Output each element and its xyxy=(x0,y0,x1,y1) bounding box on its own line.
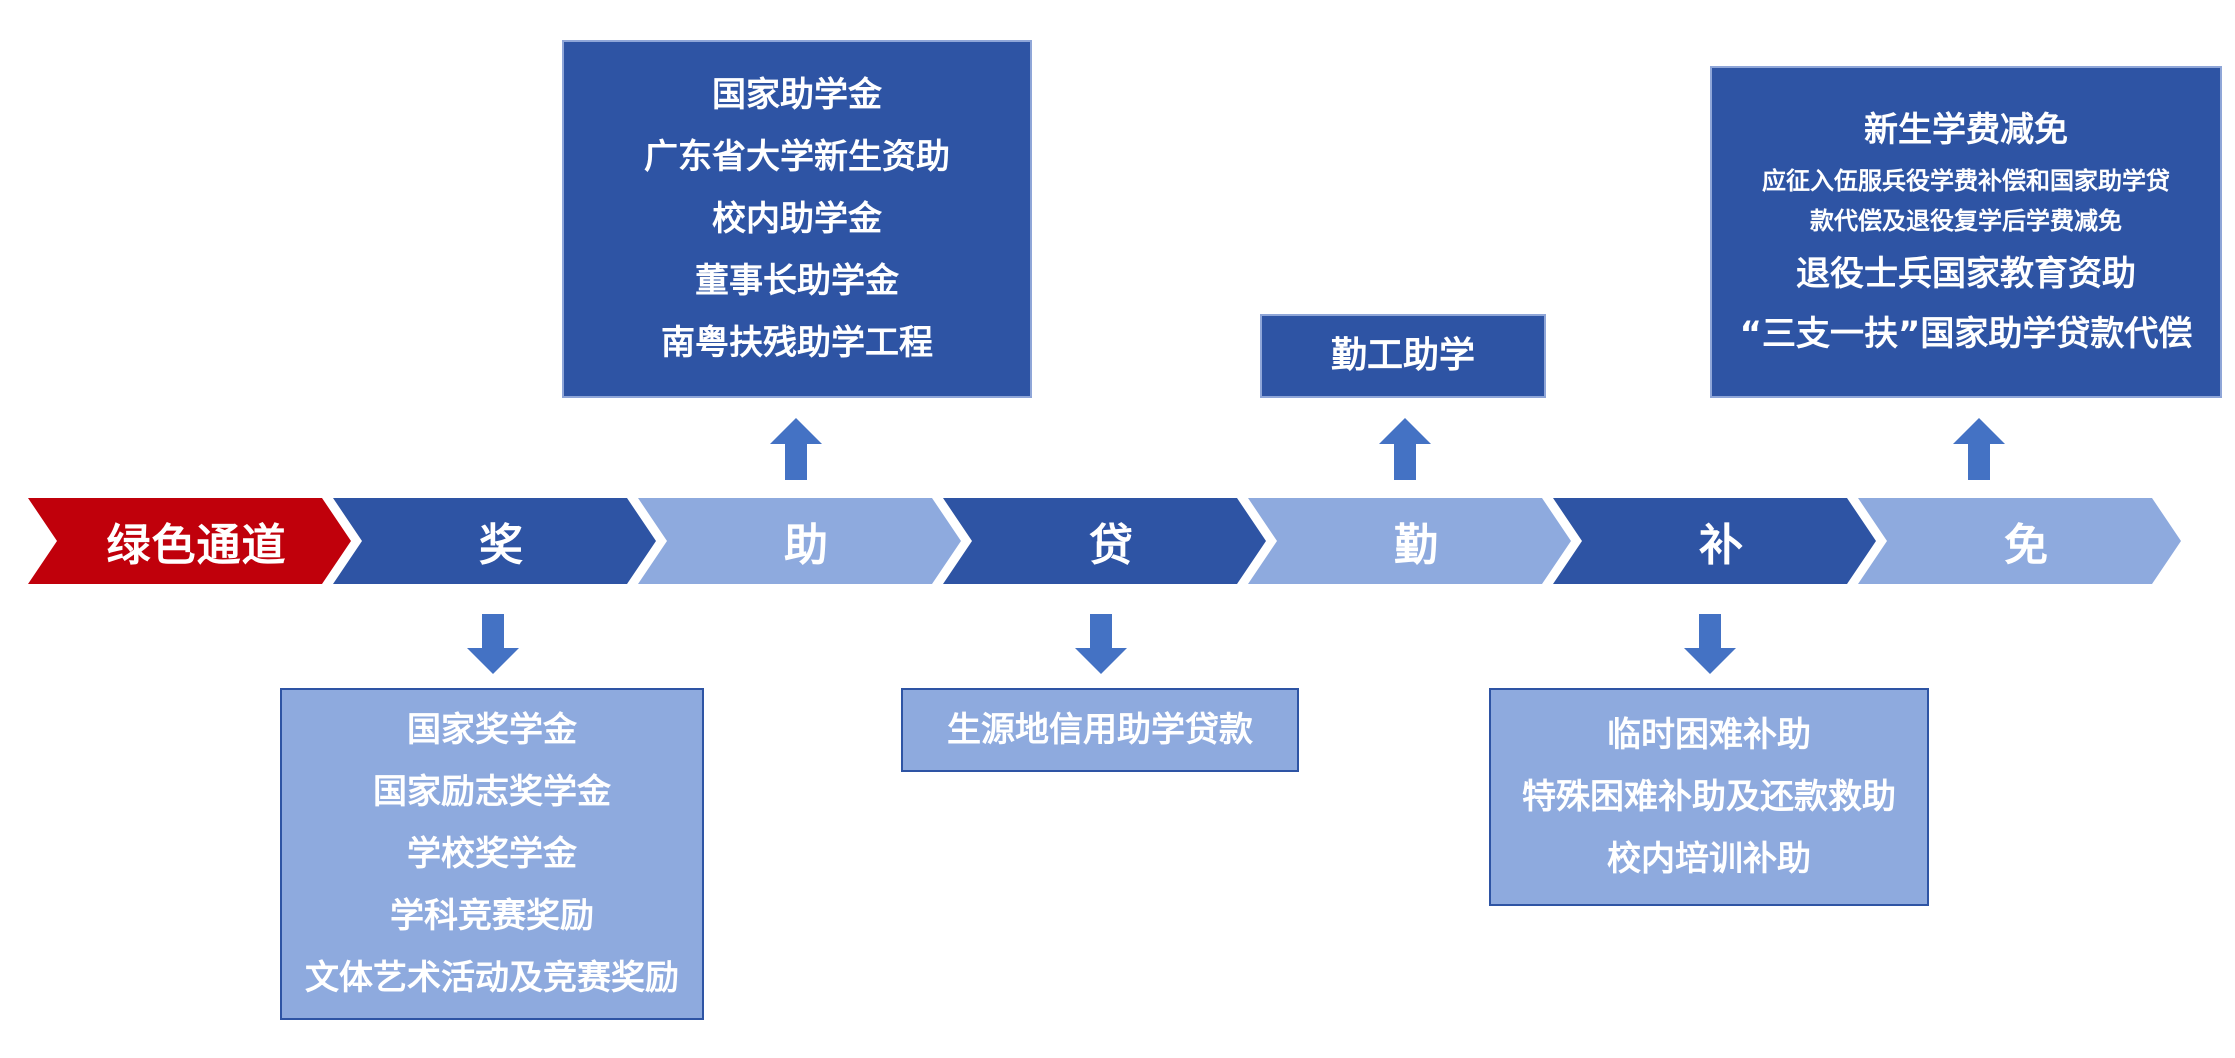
box-item: 临时困难补助 xyxy=(1607,715,1811,755)
box-jiang-items: 国家奖学金 国家励志奖学金 学校奖学金 学科竞赛奖励 文体艺术活动及竞赛奖励 xyxy=(280,688,704,1020)
step-label: 补 xyxy=(1699,520,1744,571)
step-jiang: 奖 xyxy=(333,498,656,584)
step-label: 勤 xyxy=(1394,520,1439,571)
arrow-up-icon xyxy=(1953,418,2005,480)
box-item: 勤工助学 xyxy=(1330,335,1475,376)
box-qin-items: 勤工助学 xyxy=(1260,314,1546,398)
box-item: 国家助学金 xyxy=(712,75,882,115)
arrow-up-icon xyxy=(770,418,822,480)
box-item: “三支一扶”国家助学贷款代偿 xyxy=(1739,314,2193,354)
box-item: 文体艺术活动及竞赛奖励 xyxy=(305,958,679,998)
box-item: 学校奖学金 xyxy=(407,834,577,874)
box-item: 国家奖学金 xyxy=(407,710,577,750)
arrow-down-icon xyxy=(1075,614,1127,674)
box-mian-items: 新生学费减免 应征入伍服兵役学费补偿和国家助学贷 款代偿及退役复学后学费减免 退… xyxy=(1710,66,2222,398)
step-green-channel: 绿色通道 xyxy=(28,498,351,584)
box-item: 校内助学金 xyxy=(712,199,882,239)
step-zhu: 助 xyxy=(638,498,961,584)
box-item: 国家励志奖学金 xyxy=(373,772,611,812)
box-item: 南粤扶残助学工程 xyxy=(661,323,933,363)
box-item: 董事长助学金 xyxy=(695,261,899,301)
box-item: 生源地信用助学贷款 xyxy=(947,710,1253,750)
step-qin: 勤 xyxy=(1248,498,1571,584)
step-label: 助 xyxy=(784,520,829,571)
step-label: 贷 xyxy=(1089,520,1134,571)
arrow-down-icon xyxy=(1684,614,1736,674)
box-item: 广东省大学新生资助 xyxy=(644,137,950,177)
step-label: 奖 xyxy=(479,520,524,571)
box-item: 新生学费减免 xyxy=(1864,110,2068,150)
arrow-up-icon xyxy=(1379,418,1431,480)
box-zhu-items: 国家助学金 广东省大学新生资助 校内助学金 董事长助学金 南粤扶残助学工程 xyxy=(562,40,1032,398)
arrow-down-icon xyxy=(467,614,519,674)
box-item: 学科竞赛奖励 xyxy=(390,896,594,936)
step-bu: 补 xyxy=(1553,498,1876,584)
step-label: 绿色通道 xyxy=(106,520,287,571)
box-item: 款代偿及退役复学后学费减免 xyxy=(1810,207,2122,235)
step-label: 免 xyxy=(2004,520,2049,571)
box-item: 特殊困难补助及还款救助 xyxy=(1522,777,1896,817)
box-item: 校内培训补助 xyxy=(1607,839,1811,879)
box-item: 应征入伍服兵役学费补偿和国家助学贷 xyxy=(1762,167,2170,195)
box-bu-items: 临时困难补助 特殊困难补助及还款救助 校内培训补助 xyxy=(1489,688,1929,906)
step-dai: 贷 xyxy=(943,498,1266,584)
step-mian: 免 xyxy=(1858,498,2181,584)
box-item: 退役士兵国家教育资助 xyxy=(1796,254,2136,294)
box-dai-items: 生源地信用助学贷款 xyxy=(901,688,1299,772)
